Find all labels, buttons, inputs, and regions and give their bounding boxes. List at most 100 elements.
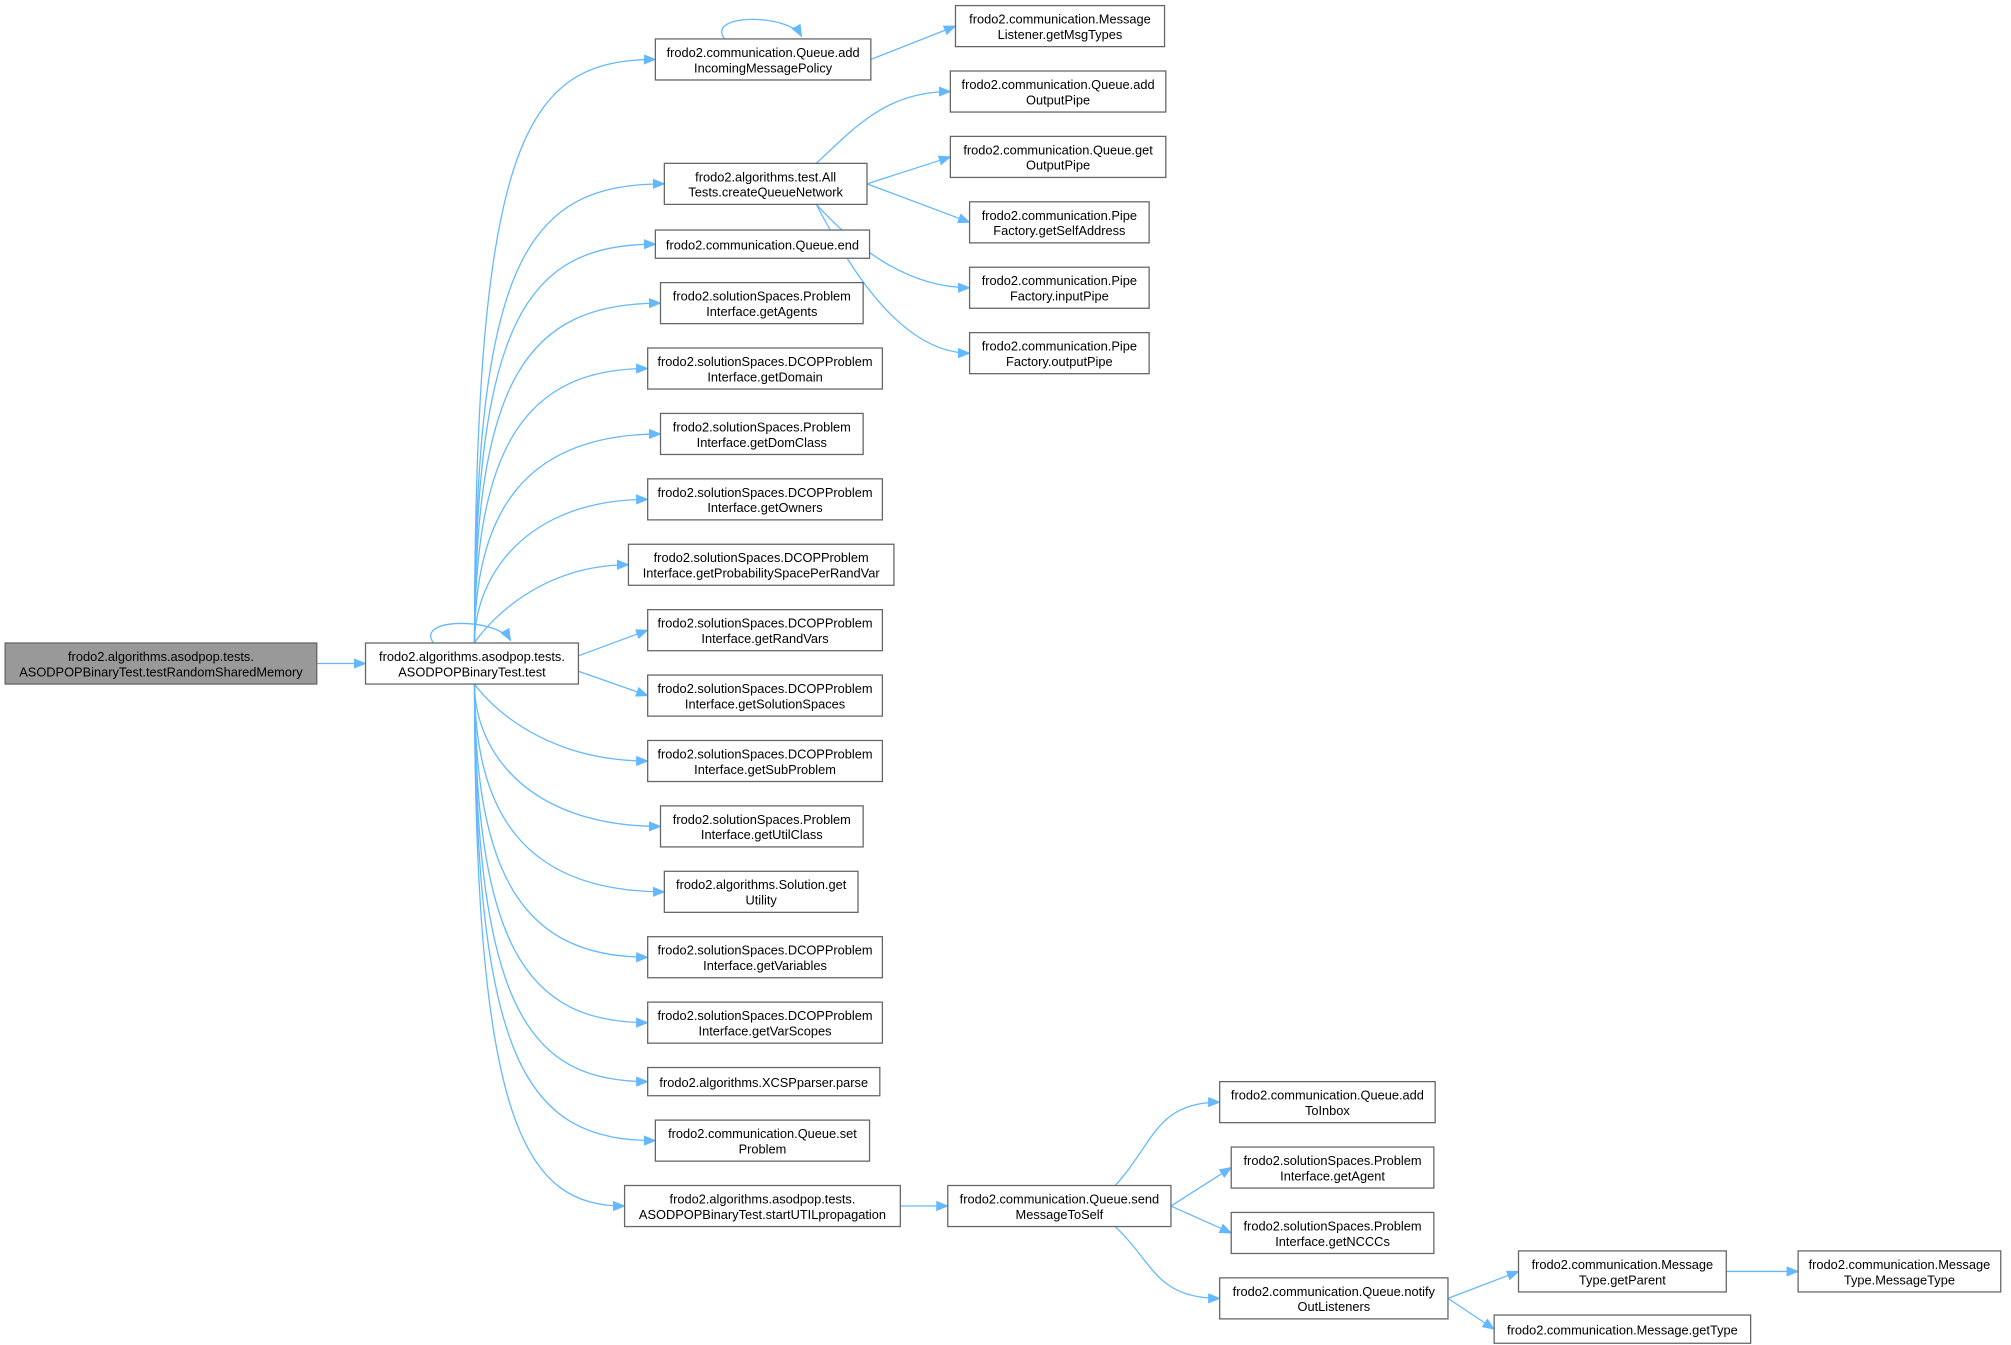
node-label: frodo2.communication.Pipe (982, 273, 1137, 288)
node-sendMsg[interactable]: frodo2.communication.Queue.sendMessageTo… (947, 1184, 1172, 1228)
node-getVarScopes[interactable]: frodo2.solutionSpaces.DCOPProblemInterfa… (647, 1001, 884, 1044)
node-label: Interface.getDomain (707, 369, 822, 384)
edge-test-to-parse (473, 684, 649, 1087)
node-notifyOut[interactable]: frodo2.communication.Queue.notifyOutList… (1219, 1277, 1449, 1320)
edge-createQueue-to-getOutputPipe (866, 155, 952, 185)
node-label: ASODPOPBinaryTest.test (398, 664, 546, 679)
node-label: Tests.createQueueNetwork (688, 185, 843, 200)
node-inputPipe[interactable]: frodo2.communication.PipeFactory.inputPi… (968, 266, 1150, 309)
edge-addIncoming-to-getMsgTypes (870, 25, 957, 61)
node-getSelfAddress[interactable]: frodo2.communication.PipeFactory.getSelf… (968, 201, 1150, 244)
edge-test-to-getDomain (473, 363, 649, 644)
node-outputPipe[interactable]: frodo2.communication.PipeFactory.outputP… (968, 331, 1150, 375)
node-label: frodo2.communication.Message.getType (1507, 1322, 1738, 1337)
node-label: MessageToSelf (1016, 1207, 1104, 1222)
edge-test-to-getVarScopes (473, 684, 649, 1028)
edge-test-to-addIncoming (473, 54, 657, 644)
node-getType[interactable]: frodo2.communication.Message.getType (1493, 1314, 1752, 1344)
node-box (647, 739, 884, 783)
node-getParent[interactable]: frodo2.communication.MessageType.getPare… (1517, 1250, 1727, 1293)
node-box (1493, 1314, 1752, 1344)
node-box (647, 347, 884, 390)
node-getSubProblem[interactable]: frodo2.solutionSpaces.DCOPProblemInterfa… (647, 739, 884, 783)
edge-addIncoming-to-addIncoming (721, 18, 803, 40)
node-box (647, 1066, 881, 1097)
node-label: frodo2.algorithms.asodpop.tests. (68, 649, 254, 664)
node-label: frodo2.solutionSpaces.DCOPProblem (657, 1008, 872, 1023)
node-getDomClass[interactable]: frodo2.solutionSpaces.ProblemInterface.g… (659, 412, 864, 456)
node-box (663, 162, 868, 206)
nodes: frodo2.algorithms.asodpop.tests.ASODPOPB… (4, 4, 2002, 1344)
node-box (1230, 1146, 1435, 1189)
node-label: frodo2.solutionSpaces.Problem (673, 812, 851, 827)
node-getProb[interactable]: frodo2.solutionSpaces.DCOPProblemInterfa… (627, 543, 895, 586)
node-label: OutListeners (1298, 1299, 1371, 1314)
edges (316, 18, 1800, 1330)
node-label: frodo2.communication.Message (1532, 1257, 1714, 1272)
edge-test-to-getUtilClass (473, 684, 662, 832)
node-label: frodo2.communication.Queue.send (960, 1191, 1159, 1206)
node-test[interactable]: frodo2.algorithms.asodpop.tests.ASODPOPB… (364, 642, 580, 685)
node-getDomain[interactable]: frodo2.solutionSpaces.DCOPProblemInterfa… (647, 347, 884, 390)
node-root[interactable]: frodo2.algorithms.asodpop.tests.ASODPOPB… (4, 642, 318, 685)
node-box (663, 870, 859, 913)
node-label: frodo2.solutionSpaces.DCOPProblem (654, 550, 869, 565)
node-label: Interface.getSubProblem (694, 762, 836, 777)
node-label: Interface.getNCCCs (1275, 1234, 1390, 1249)
node-label: Interface.getVariables (703, 958, 827, 973)
node-label: ASODPOPBinaryTest.testRandomSharedMemory (19, 664, 303, 679)
node-startUTIL[interactable]: frodo2.algorithms.asodpop.tests.ASODPOPB… (623, 1184, 901, 1228)
node-label: Factory.inputPipe (1010, 289, 1109, 304)
node-getAgent[interactable]: frodo2.solutionSpaces.ProblemInterface.g… (1230, 1146, 1435, 1189)
node-getMsgTypes[interactable]: frodo2.communication.MessageListener.get… (954, 4, 1166, 48)
edge-test-to-setProblem (473, 684, 657, 1146)
node-box (647, 936, 884, 979)
edge-sendMsg-to-getNCCCs (1170, 1205, 1233, 1234)
node-createQueue[interactable]: frodo2.algorithms.test.AllTests.createQu… (663, 162, 868, 206)
node-parse[interactable]: frodo2.algorithms.XCSPparser.parse (647, 1066, 881, 1097)
node-end[interactable]: frodo2.communication.Queue.end (654, 229, 871, 259)
node-box (659, 805, 864, 848)
node-msgType[interactable]: frodo2.communication.MessageType.Message… (1797, 1250, 2002, 1293)
node-label: frodo2.solutionSpaces.DCOPProblem (657, 681, 872, 696)
node-box (659, 281, 864, 325)
node-label: ASODPOPBinaryTest.startUTILpropagation (639, 1207, 886, 1222)
node-label: Utility (746, 893, 778, 908)
node-label: frodo2.communication.Queue.add (667, 45, 860, 60)
edge-test-to-getRandVars (578, 629, 649, 657)
edge-test-to-getVariables (473, 684, 649, 963)
node-getRandVars[interactable]: frodo2.solutionSpaces.DCOPProblemInterfa… (647, 609, 884, 652)
node-box (647, 609, 884, 652)
node-label: frodo2.communication.Queue.add (962, 77, 1155, 92)
node-label: Type.getParent (1579, 1272, 1666, 1287)
edge-test-to-getAgents (473, 298, 662, 644)
edge-test-to-test (430, 622, 512, 644)
edge-test-to-getDomClass (473, 428, 662, 644)
node-label: Interface.getSolutionSpaces (685, 696, 845, 711)
node-label: OutputPipe (1026, 92, 1090, 107)
node-box (627, 543, 895, 586)
node-getSolSpaces[interactable]: frodo2.solutionSpaces.DCOPProblemInterfa… (647, 674, 884, 717)
node-getNCCCs[interactable]: frodo2.solutionSpaces.ProblemInterface.g… (1230, 1211, 1435, 1255)
node-label: frodo2.algorithms.XCSPparser.parse (659, 1075, 868, 1090)
node-getUtilClass[interactable]: frodo2.solutionSpaces.ProblemInterface.g… (659, 805, 864, 848)
edge-test-to-getSolSpaces (578, 670, 649, 697)
node-getVariables[interactable]: frodo2.solutionSpaces.DCOPProblemInterfa… (647, 936, 884, 979)
node-label: Factory.getSelfAddress (993, 223, 1125, 238)
edge-test-to-getProb (473, 559, 630, 644)
node-addIncoming[interactable]: frodo2.communication.Queue.addIncomingMe… (654, 38, 872, 81)
node-label: frodo2.solutionSpaces.DCOPProblem (657, 354, 872, 369)
node-label: Interface.getAgents (706, 304, 817, 319)
node-label: frodo2.communication.Queue.set (668, 1126, 857, 1141)
node-label: frodo2.communication.Pipe (982, 339, 1137, 354)
node-getOwners[interactable]: frodo2.solutionSpaces.DCOPProblemInterfa… (647, 478, 884, 521)
node-getAgents[interactable]: frodo2.solutionSpaces.ProblemInterface.g… (659, 281, 864, 325)
edge-test-to-getOwners (473, 494, 649, 644)
node-label: Interface.getUtilClass (701, 827, 823, 842)
edge-test-to-createQueue (473, 178, 666, 644)
